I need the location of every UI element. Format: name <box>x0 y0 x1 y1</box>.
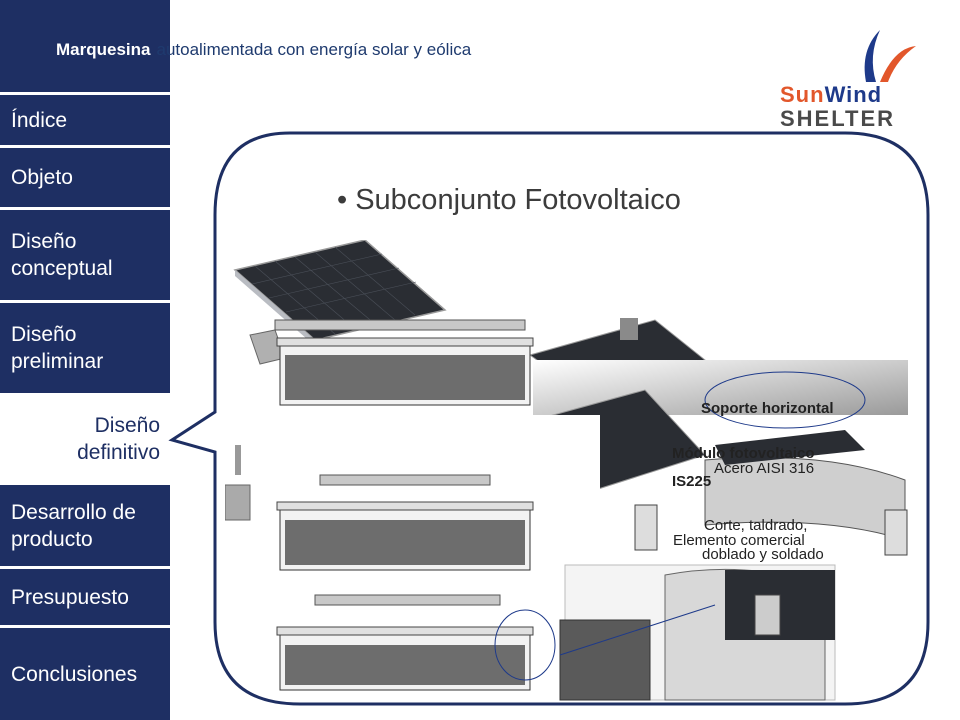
logo-wind: Wind <box>824 82 883 107</box>
nav-item-label: Desarrollo de producto <box>11 500 136 551</box>
sunwind-logo-icon <box>864 30 916 82</box>
label-is225: IS225 <box>672 473 712 490</box>
label-corte: Corte, taldrado, <box>704 517 808 534</box>
header-subtitle: autoalimentada con energía solar y eólic… <box>156 40 472 59</box>
slide-title: • Subconjunto Fotovoltaico <box>337 184 681 216</box>
nav-item-label: Diseño definitivo <box>77 414 160 464</box>
nav-item-diseno-definitivo[interactable]: Diseño definitivo <box>0 396 170 482</box>
header-title: Marquesina autoalimentada con energía sol… <box>56 40 471 60</box>
nav-item-diseno-conceptual[interactable]: Diseño conceptual <box>0 210 170 300</box>
photovoltaic-assembly-image <box>225 240 908 701</box>
enclosure-3 <box>276 594 534 691</box>
logo-text-sunwind: SunWind <box>780 82 882 108</box>
label-elemento-comercial: Elemento comercial <box>673 532 805 549</box>
label-modulo-fotovoltaico: Módulo fotovoltaico <box>672 445 815 462</box>
nav-item-indice[interactable]: Índice <box>0 95 170 145</box>
label-doblado: doblado y soldado <box>702 546 824 563</box>
nav-item-label: Diseño conceptual <box>11 230 113 280</box>
header-highlight: Marquesina <box>56 40 151 59</box>
nav-item-label: Objeto <box>11 166 73 189</box>
nav-item-label: Diseño preliminar <box>11 323 104 373</box>
nav-item-label: Presupuesto <box>11 585 129 609</box>
sidebar: Índice Objeto Diseño conceptual Diseño p… <box>0 0 170 720</box>
label-acero: Acero AISI 316 <box>714 460 815 477</box>
nav-item-label: Conclusiones <box>11 662 138 686</box>
sidebar-header <box>0 0 170 92</box>
label-soporte-horizontal: Soporte horizontal <box>701 400 834 417</box>
nav-item-label: Índice <box>11 108 68 132</box>
nav-item-desarrollo-producto[interactable]: Desarrollo de producto <box>0 485 170 566</box>
enclosure-1 <box>274 319 534 406</box>
enclosure-2 <box>276 474 534 571</box>
nav-item-diseno-preliminar[interactable]: Diseño preliminar <box>0 303 170 393</box>
nav-item-presupuesto[interactable]: Presupuesto <box>0 569 170 625</box>
nav-item-objeto[interactable]: Objeto <box>0 148 170 207</box>
logo-text-shelter: SHELTER <box>780 106 896 131</box>
logo-sun: Sun <box>780 82 825 107</box>
nav-item-conclusiones[interactable]: Conclusiones <box>0 628 170 720</box>
